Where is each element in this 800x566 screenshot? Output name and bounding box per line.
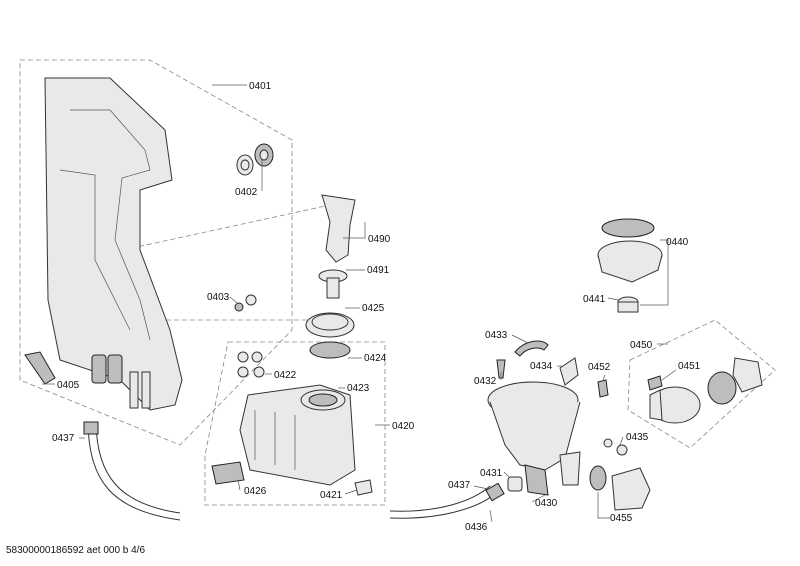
screw-0432	[496, 359, 506, 379]
part-label-0426: 0426	[244, 486, 267, 497]
group-outline-pump	[627, 319, 776, 449]
part-label-0422: 0422	[274, 370, 297, 381]
drain-hose-right-inner	[389, 485, 491, 512]
part-label-0402: 0402	[235, 187, 258, 198]
part-label-0421: 0421	[320, 490, 343, 501]
clip-0405	[24, 351, 56, 385]
pump-part-0441	[617, 296, 639, 313]
heater-block-0423	[239, 384, 356, 486]
part-label-0405: 0405	[57, 380, 80, 391]
clip-0452	[597, 379, 609, 398]
part-label-0434: 0434	[530, 361, 553, 372]
drain-hose-right	[389, 491, 498, 519]
part-label-0441: 0441	[583, 294, 606, 305]
gasket-rings	[236, 143, 274, 176]
cap-0491	[318, 269, 348, 299]
hose-connector-0436	[485, 482, 505, 502]
part-label-0425: 0425	[362, 303, 385, 314]
part-label-0437-right: 0437	[448, 480, 471, 491]
fitting-0403	[234, 294, 257, 312]
part-label-0424: 0424	[364, 353, 387, 364]
part-label-0455: 0455	[610, 513, 633, 524]
part-label-0403: 0403	[207, 292, 230, 303]
guide-line-1	[99, 204, 331, 256]
part-label-0491: 0491	[367, 265, 390, 276]
disc-0425	[305, 312, 355, 338]
part-label-0436: 0436	[465, 522, 488, 533]
part-label-0431: 0431	[480, 468, 503, 479]
part-label-0435: 0435	[626, 432, 649, 443]
part-label-0451: 0451	[678, 361, 701, 372]
clip-0451	[647, 375, 663, 391]
part-label-0420: 0420	[392, 421, 415, 432]
drain-hose-left	[87, 424, 181, 521]
heater-pump-0455	[589, 465, 651, 511]
pump-motor-0450	[649, 357, 763, 424]
drain-hose-left-inner	[95, 424, 181, 514]
part-label-0452: 0452	[588, 362, 611, 373]
part-label-0490: 0490	[368, 234, 391, 245]
sensor-0426	[211, 461, 245, 485]
sump-0430	[487, 381, 581, 496]
fittings-0435	[603, 438, 628, 456]
part-label-0440: 0440	[666, 237, 689, 248]
pump-top-0440	[597, 218, 663, 283]
clip-0421	[354, 479, 373, 496]
ring-0424	[309, 341, 351, 359]
arc-seal-0433	[514, 340, 549, 357]
group-outline-heater	[204, 341, 386, 506]
part-label-0430: 0430	[535, 498, 558, 509]
part-label-0433: 0433	[485, 330, 508, 341]
group-outline-frame	[19, 59, 293, 446]
bracket-0434	[559, 357, 579, 386]
leader-lines	[42, 84, 677, 523]
part-label-0437-left: 0437	[52, 433, 75, 444]
part-label-0423: 0423	[347, 383, 370, 394]
document-footer: 58300000186592 aet 000 b 4/6	[6, 545, 146, 556]
part-label-0401: 0401	[249, 81, 272, 92]
part-label-0432: 0432	[474, 376, 497, 387]
fitting-0431	[507, 476, 523, 492]
base-frame	[44, 77, 183, 411]
funnel-0490	[321, 194, 356, 263]
rings-0422	[237, 351, 265, 378]
hose-connector-0437	[83, 421, 99, 435]
part-label-0450: 0450	[630, 340, 653, 351]
